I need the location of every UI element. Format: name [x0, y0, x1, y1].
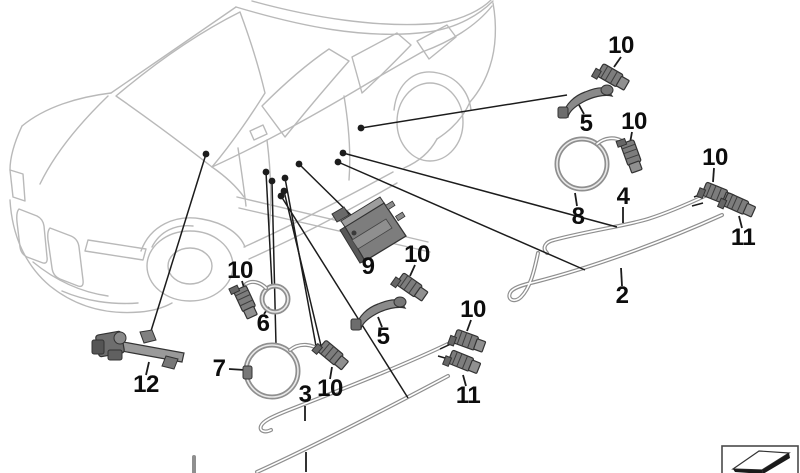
page-flip-icon — [721, 445, 799, 473]
headlight-left — [9, 169, 26, 202]
part-number-label-10-6[interactable]: 10 — [702, 144, 728, 171]
quarter-window — [416, 24, 457, 60]
part-6-coiled-light-guide[interactable] — [244, 279, 291, 315]
cable-4-fiber-optic[interactable] — [542, 193, 709, 255]
trunk-edge — [469, 2, 497, 103]
rear-bumper — [436, 101, 471, 140]
part-number-label-10-2[interactable]: 10 — [621, 108, 647, 135]
front-bumper — [9, 199, 173, 314]
cowl-line — [211, 166, 245, 198]
front-fender-edge — [9, 125, 23, 171]
hood-crease — [39, 95, 109, 185]
part-number-label-2-5[interactable]: 2 — [615, 282, 629, 309]
rear-lower-edge — [403, 138, 438, 169]
part-number-label-5-1[interactable]: 5 — [579, 110, 593, 137]
kidney-grille-right — [47, 227, 84, 288]
part-number-label-4-4[interactable]: 4 — [616, 183, 630, 210]
part-number-label-12-18[interactable]: 12 — [133, 371, 159, 398]
rear-door-gap — [343, 95, 351, 181]
front-door-gap — [266, 139, 272, 231]
part-number-label-6-14[interactable]: 6 — [256, 310, 270, 337]
kidney-grille-left — [16, 208, 48, 264]
part-8-coiled-light-guide[interactable] — [554, 136, 624, 192]
hood-edge — [21, 92, 112, 127]
roof-line — [235, 0, 494, 35]
front-door-window — [261, 48, 350, 138]
windshield — [115, 11, 266, 168]
sill-line-2 — [248, 182, 398, 260]
part-number-label-7-15[interactable]: 7 — [212, 355, 226, 382]
roof-line-2 — [251, 0, 492, 26]
rear-door-window — [351, 32, 412, 94]
part-number-label-10-9[interactable]: 10 — [404, 241, 430, 268]
cable-2-fiber-optic[interactable] — [507, 213, 724, 303]
part-5-bracket-upper[interactable] — [557, 84, 614, 119]
b-pillar — [237, 147, 247, 207]
part-number-label-11-7[interactable]: 11 — [730, 224, 756, 251]
part-number-label-10-16[interactable]: 10 — [317, 375, 343, 402]
cable-3-upper-fiber-optic[interactable] — [258, 340, 454, 434]
part-number-label-3-17[interactable]: 3 — [298, 381, 312, 408]
front-wheel-arch — [140, 217, 246, 252]
front-arch-inner — [151, 224, 194, 248]
part-5-bracket-lower[interactable] — [350, 296, 407, 331]
side-mirror — [249, 124, 268, 141]
part-12-bracket[interactable] — [91, 329, 185, 370]
part-9-control-module[interactable] — [331, 196, 407, 264]
part-number-label-8-3[interactable]: 8 — [571, 203, 585, 230]
sill-line — [243, 171, 394, 248]
front-wheel-rim — [167, 247, 213, 285]
a-pillar — [110, 6, 237, 94]
bumper-intake-2 — [61, 290, 139, 305]
headlight-right — [84, 239, 147, 261]
part-number-label-11-12[interactable]: 11 — [455, 382, 481, 409]
part-number-label-10-0[interactable]: 10 — [608, 32, 634, 59]
rear-wheel-arch — [393, 71, 472, 111]
part-number-label-10-13[interactable]: 10 — [227, 257, 253, 284]
car-outline — [9, 0, 497, 314]
part-number-label-10-11[interactable]: 10 — [460, 296, 486, 323]
front-wheel — [146, 230, 234, 302]
label-leader-lines — [145, 56, 743, 472]
far-sill-line-2 — [238, 207, 431, 253]
rear-shoulder — [421, 5, 493, 53]
part-number-label-5-10[interactable]: 5 — [376, 323, 390, 350]
belt-line — [211, 51, 423, 168]
cable-3-lower-fiber-optic[interactable] — [192, 374, 450, 473]
bumper-intake-1 — [32, 261, 109, 297]
part-number-label-9-8[interactable]: 9 — [361, 253, 375, 280]
